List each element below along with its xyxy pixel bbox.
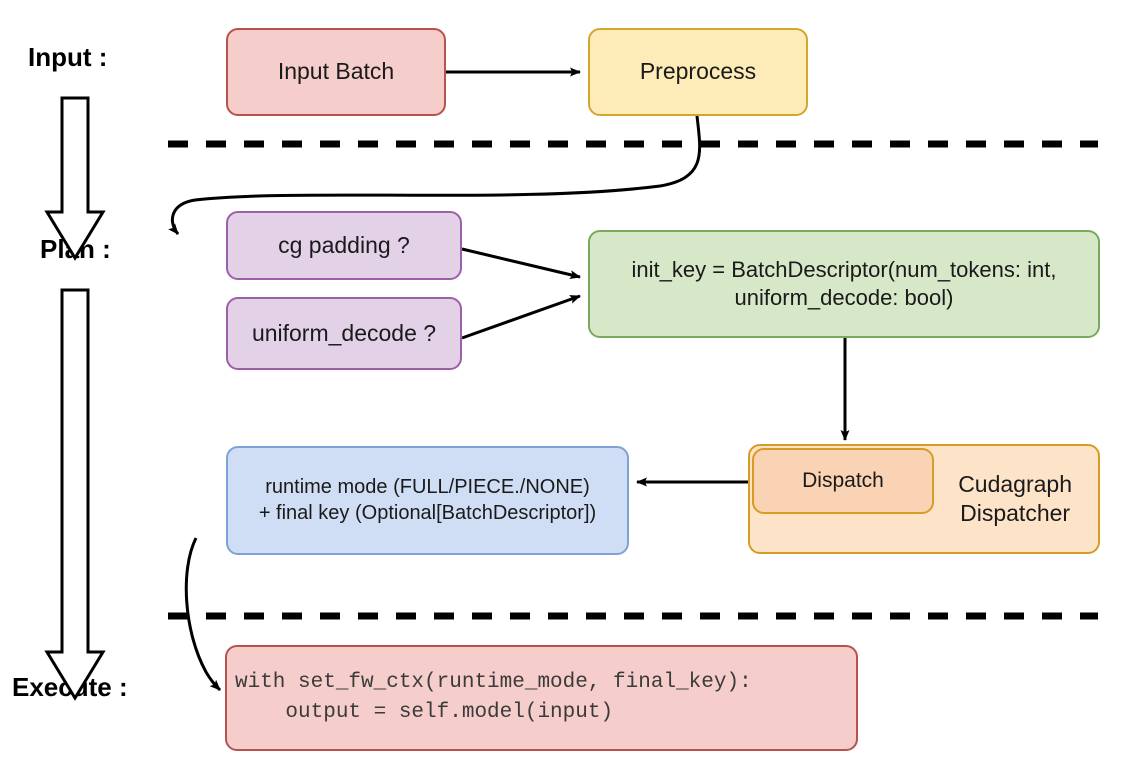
node-dispatch[interactable]: Dispatch [752,448,934,514]
node-init-key-label: init_key = BatchDescriptor(num_tokens: i… [631,256,1057,310]
node-uniform-decode-label: uniform_decode ? [251,319,437,346]
node-runtime-mode[interactable]: runtime mode (FULL/PIECE./NONE) + final … [226,446,629,555]
node-dispatch-label: Dispatch [802,468,884,492]
stage-label-execute: Execute : [12,672,128,702]
node-init-key[interactable]: init_key = BatchDescriptor(num_tokens: i… [588,230,1100,338]
node-cg-padding-label: cg padding ? [278,231,410,258]
stage-arrow-plan-execute [44,288,106,701]
node-preprocess[interactable]: Preprocess [588,28,808,116]
arrow-cg-padding-to-init-key [461,247,581,280]
node-runtime-mode-label: runtime mode (FULL/PIECE./NONE) + final … [258,475,597,524]
node-preprocess-label: Preprocess [639,58,757,85]
node-execute-code[interactable]: with set_fw_ctx(runtime_mode, final_key)… [225,645,858,751]
stage-label-input: Input : [28,42,108,72]
node-cg-padding[interactable]: cg padding ? [226,211,462,280]
stage-label-plan: Plan : [40,234,111,264]
node-cudagraph-dispatcher-label: Cudagraph Dispatcher [958,470,1072,526]
arrow-uniform-decode-to-init-key [461,294,581,340]
arrow-runtime-mode-to-execute-code [184,537,222,692]
node-input-batch-label: Input Batch [277,58,395,85]
node-uniform-decode[interactable]: uniform_decode ? [226,297,462,370]
node-execute-code-label: with set_fw_ctx(runtime_mode, final_key)… [235,670,752,724]
node-input-batch[interactable]: Input Batch [226,28,446,116]
